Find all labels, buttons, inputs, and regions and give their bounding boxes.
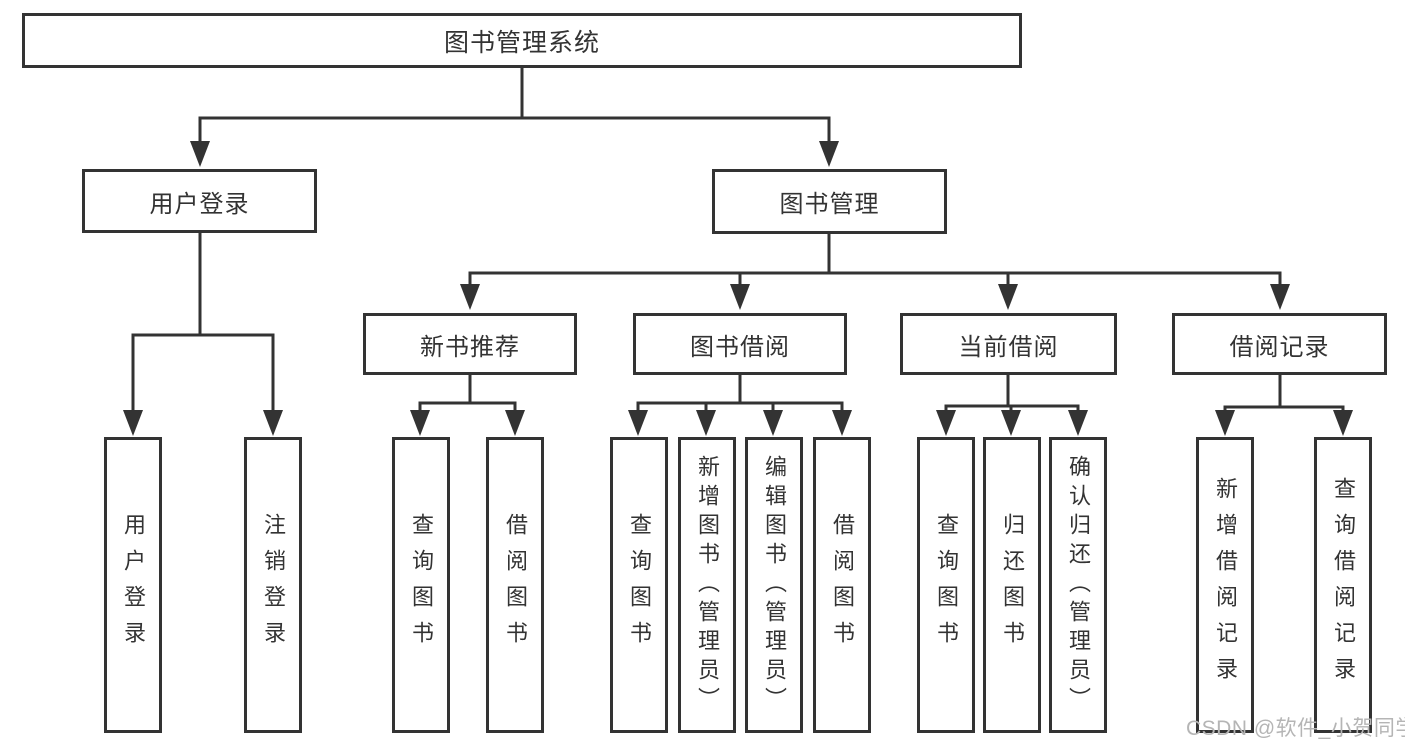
leaf-current-return-books: 归还图书	[983, 437, 1041, 733]
node-book-borrowing: 图书借阅	[633, 313, 847, 375]
node-user-login: 用户登录	[82, 169, 317, 233]
leaf-records-query-borrow-record: 查询借阅记录	[1314, 437, 1372, 733]
node-borrowing-records: 借阅记录	[1172, 313, 1387, 375]
leaf-user-login: 用户登录	[104, 437, 162, 733]
node-library-management-system: 图书管理系统	[22, 13, 1022, 68]
leaf-borrowing-add-books-admin: 新增图书（管理员）	[678, 437, 736, 733]
leaf-current-query-books: 查询图书	[917, 437, 975, 733]
leaf-recommend-borrow-books: 借阅图书	[486, 437, 544, 733]
leaf-borrowing-edit-books-admin: 编辑图书（管理员）	[745, 437, 803, 733]
leaf-borrowing-query-books: 查询图书	[610, 437, 668, 733]
csdn-watermark: CSDN @软件_小贺同学	[1186, 717, 1405, 740]
leaf-logout: 注销登录	[244, 437, 302, 733]
node-book-management: 图书管理	[712, 169, 947, 234]
leaf-borrowing-borrow-books: 借阅图书	[813, 437, 871, 733]
node-current-borrowing: 当前借阅	[900, 313, 1117, 375]
leaf-recommend-query-books: 查询图书	[392, 437, 450, 733]
leaf-current-confirm-return-admin: 确认归还（管理员）	[1049, 437, 1107, 733]
leaf-records-add-borrow-record: 新增借阅记录	[1196, 437, 1254, 733]
node-new-book-recommendation: 新书推荐	[363, 313, 577, 375]
